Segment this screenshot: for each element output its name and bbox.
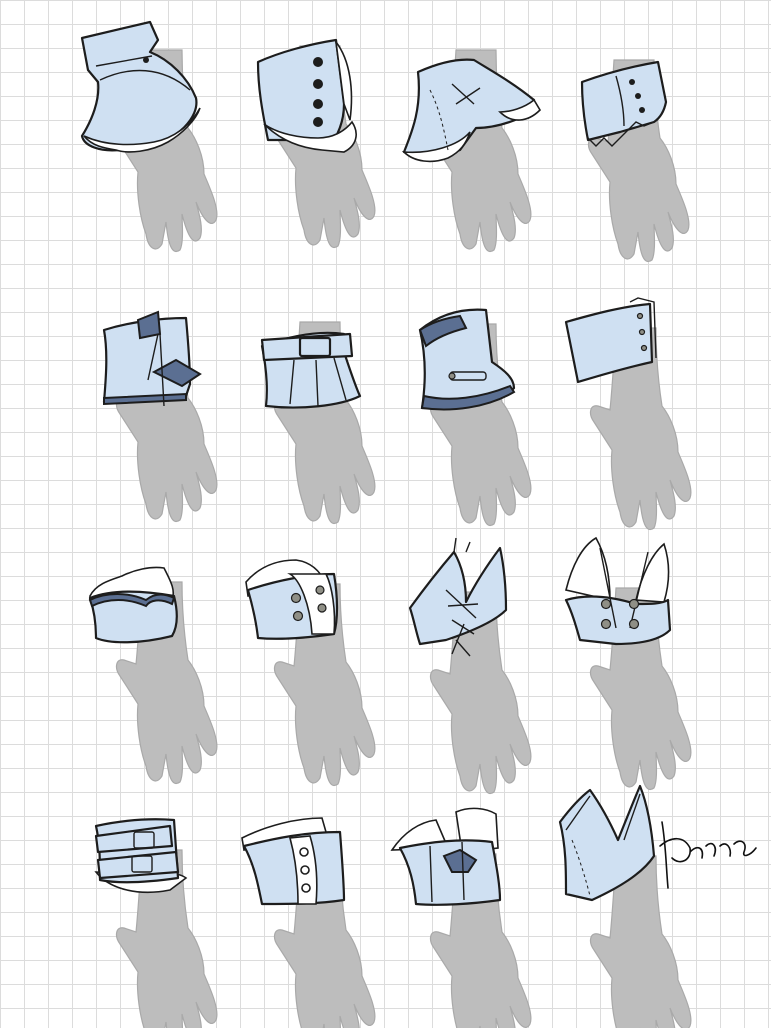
cuff-design-8 [564,297,692,531]
cuff-design-9 [88,566,218,785]
cuff-design-7 [418,308,532,527]
cuff-design-14 [241,817,376,1028]
cuff-design-3 [401,49,542,253]
cuff-design-13 [94,818,218,1028]
artist-signature [659,821,757,889]
cuff-design-1 [80,20,218,253]
cuff-design-15 [390,807,532,1028]
cuff-design-11 [408,537,532,795]
cuff-design-6 [260,321,376,525]
cuff-design-16 [558,784,692,1028]
cuff-design-4 [580,59,690,263]
cuff-design-2 [256,38,376,249]
cuff-design-10 [245,559,376,787]
cuff-design-12 [564,536,692,791]
cuff-design-5 [102,310,218,523]
